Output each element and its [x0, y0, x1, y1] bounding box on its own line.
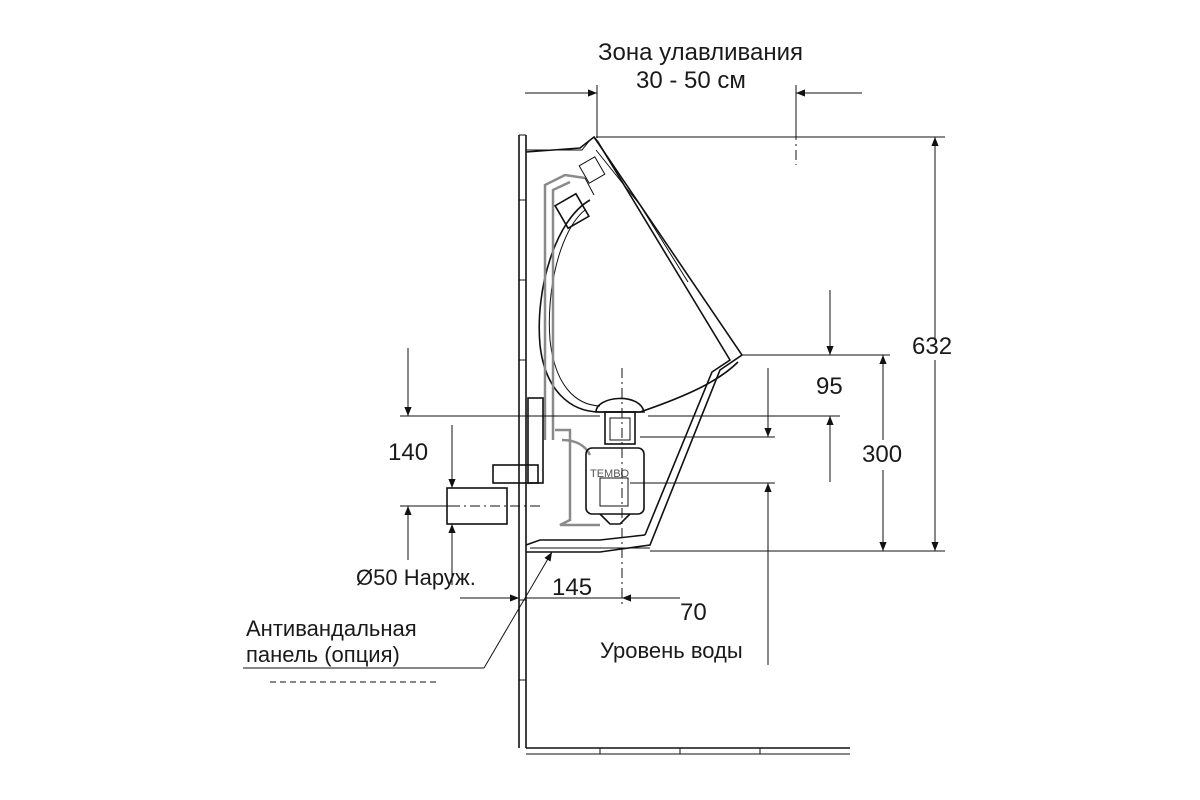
dimension-95: 95 — [648, 290, 843, 482]
brand-label: TEMBO — [590, 468, 630, 480]
antivandal-label-line1: Антивандальная — [246, 616, 417, 641]
dimension-632: 632 — [596, 136, 952, 552]
dim-140-label: 140 — [388, 439, 428, 466]
spreader-nozzle — [554, 156, 606, 230]
urinal-body — [525, 135, 744, 553]
internal-piping — [543, 173, 600, 527]
capture-zone-range: 30 - 50 см — [636, 67, 746, 94]
drain-trap: TEMBO — [585, 397, 645, 525]
pipe-diameter-dimension: Ø50 Наруж. — [356, 425, 476, 590]
dim-145-label: 145 — [552, 574, 592, 601]
floor — [526, 747, 850, 755]
antivandal-callout: Антивандальная панель (опция) — [243, 551, 553, 683]
dimension-145-70: 145 70 — [460, 574, 707, 626]
pipe-diameter-label: Ø50 Наруж. — [356, 565, 476, 590]
antivandal-label-line2: панель (опция) — [246, 642, 400, 667]
dimension-300: 300 — [742, 354, 902, 551]
dimension-140: 140 — [388, 348, 600, 560]
water-level-dimension: Уровень воды — [600, 368, 775, 665]
dim-95-label: 95 — [816, 373, 843, 400]
dim-70-label: 70 — [680, 599, 707, 626]
wall — [518, 134, 527, 748]
dim-300-label: 300 — [862, 441, 902, 468]
dim-632-label: 632 — [912, 333, 952, 360]
capture-zone-title: Зона улавливания — [598, 39, 803, 66]
outlet-pipe — [430, 397, 544, 525]
centerlines — [621, 130, 797, 605]
water-level-label: Уровень воды — [600, 638, 743, 663]
capture-zone-dimension: Зона улавливания 30 - 50 см — [525, 39, 862, 138]
